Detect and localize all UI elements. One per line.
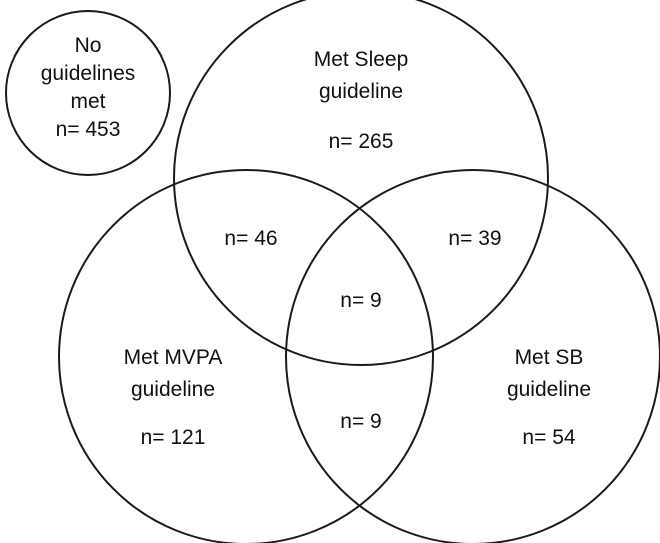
sleep-circle [173, 0, 549, 366]
mvpa-label-line2: guideline [131, 378, 215, 401]
sb-count: n= 54 [522, 426, 575, 449]
no-guidelines-count: n= 453 [56, 118, 121, 141]
no-guidelines-line3: met [70, 90, 105, 113]
mvpa-label-line1: Met MVPA [124, 346, 223, 369]
no-guidelines-circle [5, 10, 171, 176]
sleep-mvpa-overlap-count: n= 46 [224, 227, 277, 250]
no-guidelines-line1: No [75, 34, 102, 57]
mvpa-count: n= 121 [141, 426, 206, 449]
sb-label-line1: Met SB [515, 346, 584, 369]
mvpa-sb-overlap-count: n= 9 [340, 410, 381, 433]
no-guidelines-line2: guidelines [41, 62, 136, 85]
sb-circle [285, 169, 660, 543]
sleep-count: n= 265 [329, 130, 394, 153]
sb-label-line2: guideline [507, 378, 591, 401]
sleep-sb-overlap-count: n= 39 [448, 227, 501, 250]
sleep-label-line2: guideline [319, 80, 403, 103]
mvpa-circle [58, 169, 434, 543]
sleep-label-line1: Met Sleep [314, 48, 409, 71]
all-three-overlap-count: n= 9 [340, 289, 381, 312]
